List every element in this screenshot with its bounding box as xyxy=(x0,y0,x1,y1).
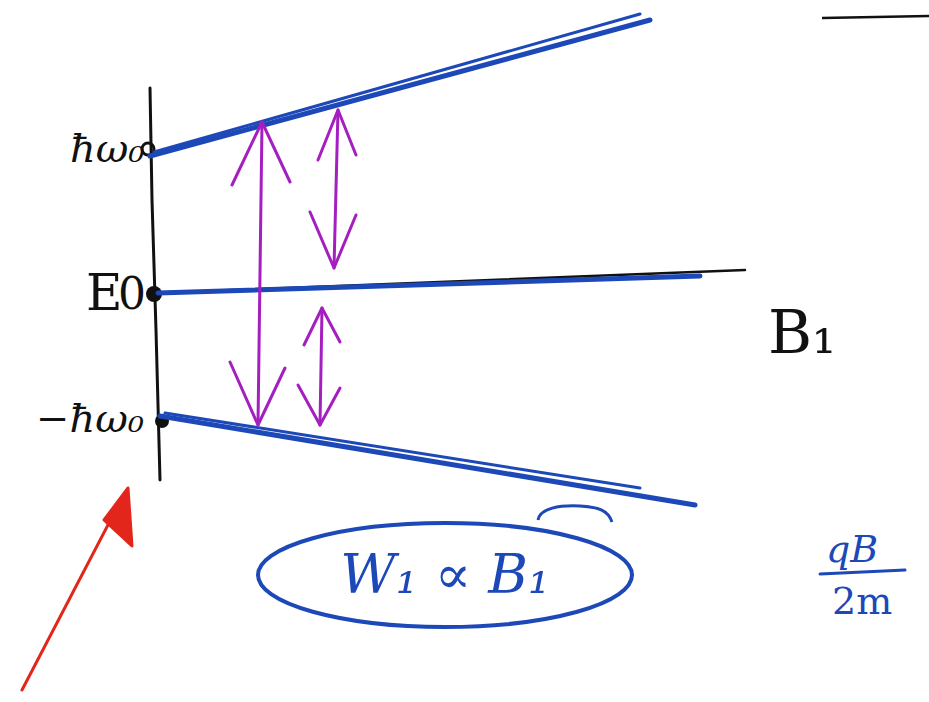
formula-ellipse: W₁ ∝ B₁ xyxy=(255,520,635,630)
bracket xyxy=(538,506,612,522)
lower-level xyxy=(160,416,695,505)
axis-label: E xyxy=(86,268,123,318)
arrow-head xyxy=(318,110,356,160)
axis-label: 0 xyxy=(118,272,146,316)
arrow-head xyxy=(232,122,290,185)
transition-arrow xyxy=(320,308,322,425)
arrow-head xyxy=(104,488,132,546)
axis-label: 2m xyxy=(832,582,892,620)
arrow-head xyxy=(298,385,340,425)
middle-level xyxy=(158,276,700,293)
upper-level xyxy=(150,20,650,156)
lower-level xyxy=(165,413,640,488)
zero-line xyxy=(156,270,745,293)
arrow-head xyxy=(310,212,356,268)
axis-label: qB xyxy=(826,530,878,568)
upper-level xyxy=(154,14,640,152)
formula-text: W₁ ∝ B₁ xyxy=(340,548,549,602)
axis-label: B₁ xyxy=(768,302,836,362)
arrow-head xyxy=(304,308,340,345)
axis-label: ħω₀ xyxy=(70,128,144,168)
line-fragment xyxy=(822,16,929,18)
transition-arrow xyxy=(334,110,338,268)
transition-arrow xyxy=(258,122,262,425)
ellipse-outline xyxy=(258,523,632,627)
fraction-bar xyxy=(820,570,905,574)
arrow-head xyxy=(230,362,285,425)
axis-label: −ħω₀ xyxy=(36,398,144,438)
pointer-arrow xyxy=(22,498,122,690)
